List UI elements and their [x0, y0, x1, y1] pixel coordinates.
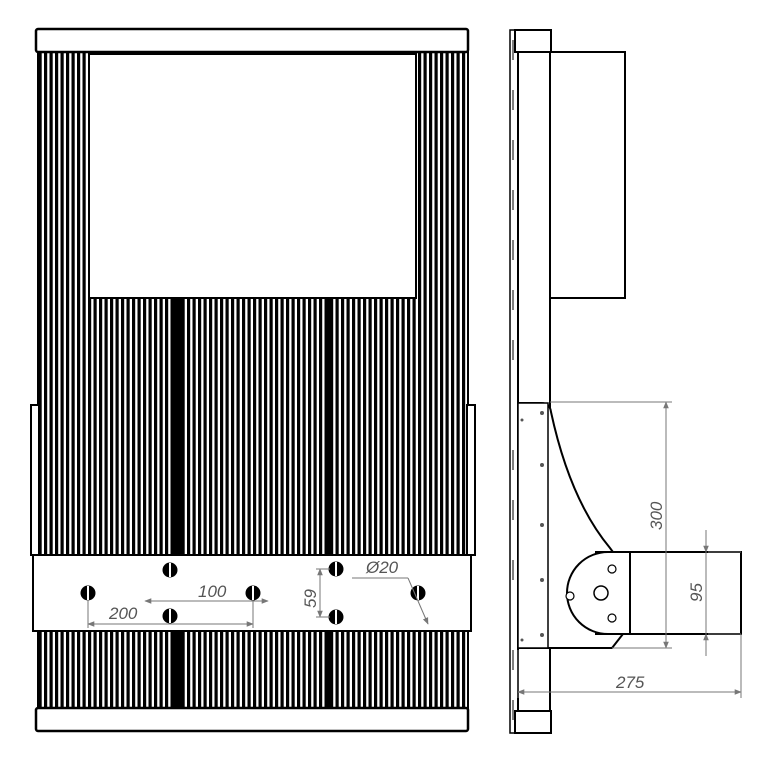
bracket-screws — [520, 411, 544, 642]
side-driver-box — [549, 51, 626, 299]
front-view: 100 200 59 Ø20 — [30, 27, 476, 733]
side-bottom-cap — [514, 710, 552, 734]
mounting-hole — [328, 561, 344, 577]
dim-hole-spacing-59: 59 — [301, 589, 320, 608]
dim-overall-depth-275: 275 — [615, 673, 645, 692]
mounting-holes — [80, 561, 426, 625]
dim-hole-pitch-100: 100 — [198, 582, 227, 601]
top-end-cap — [34, 27, 470, 54]
side-fin-edge — [509, 29, 519, 734]
pivot-hole — [607, 564, 617, 574]
mounting-hole — [328, 609, 344, 625]
side-dimension-lines — [517, 401, 742, 698]
front-dimension-lines — [87, 568, 429, 628]
left-side-flange — [30, 404, 40, 556]
dim-bracket-height-300: 300 — [647, 501, 666, 530]
dim-pipe-diameter-95: 95 — [687, 583, 706, 602]
side-top-cap — [514, 29, 552, 53]
module-divider-left — [172, 298, 182, 710]
mounting-hole — [162, 562, 178, 578]
mounting-hole — [162, 608, 178, 624]
dim-hole-span-200: 200 — [108, 604, 138, 623]
bottom-end-cap — [34, 706, 470, 733]
module-divider-right — [325, 298, 333, 710]
side-view: 300 95 275 — [509, 29, 742, 734]
mounting-hole — [410, 585, 426, 601]
pivot-center-hole — [593, 585, 609, 601]
pivot-hole — [565, 591, 575, 601]
mounting-hole — [80, 585, 96, 601]
pivot-hole — [607, 613, 617, 623]
right-side-flange — [466, 404, 476, 556]
dim-hole-diameter-20: Ø20 — [365, 558, 399, 577]
driver-box — [88, 53, 417, 299]
mounting-hole — [245, 585, 261, 601]
